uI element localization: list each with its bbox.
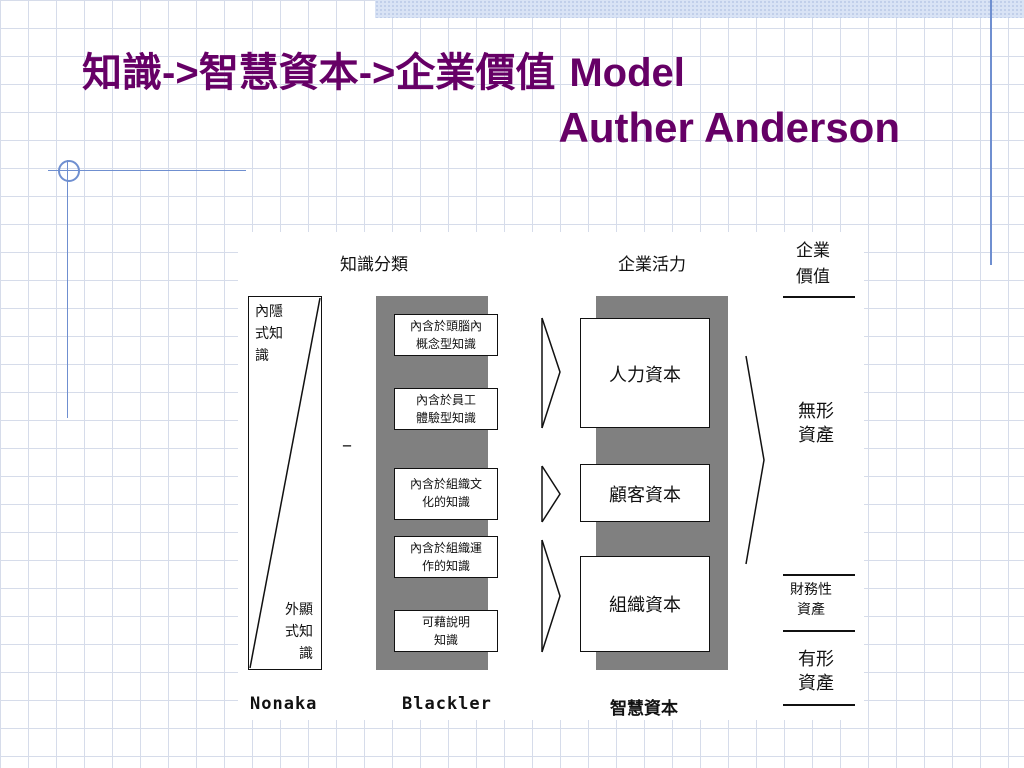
decorative-circle	[58, 160, 80, 182]
nonaka-dash: –	[342, 432, 352, 456]
blackler-item-2-line2: 體驗型知識	[415, 411, 476, 425]
blackler-item-2-line1: 內含於員工	[415, 393, 476, 407]
structural-capital-box: 組織資本	[580, 556, 710, 652]
blackler-item-5: 可藉說明 知識	[394, 610, 498, 652]
explicit-line3: 識	[299, 646, 313, 662]
blackler-item-3-line2: 化的知識	[421, 495, 470, 509]
left-decorative-hline	[48, 170, 246, 171]
title-arrow-2: ->	[358, 51, 396, 95]
blackler-item-2: 內含於員工 體驗型知識	[394, 388, 498, 430]
slide-title-line2: Auther Anderson	[558, 104, 900, 151]
connector-lines	[541, 317, 765, 653]
header-value-line2: 價值	[796, 267, 830, 287]
explicit-line1: 外顯	[285, 602, 313, 618]
tangible-assets: 有形 資產	[798, 648, 834, 696]
value-bottom-rule	[783, 704, 855, 706]
label-intellectual-capital: 智慧資本	[610, 699, 678, 719]
blackler-item-3: 內含於組織文 化的知識	[394, 468, 498, 520]
customer-capital-label: 顧客資本	[609, 485, 681, 506]
blackler-item-1-line2: 概念型知識	[415, 337, 476, 351]
blackler-item-5-line2: 知識	[433, 633, 458, 647]
title-model: Model	[569, 51, 685, 95]
financial-line2: 資產	[797, 602, 825, 618]
blackler-item-4-line1: 內含於組織運	[409, 541, 482, 555]
title-arrow-1: ->	[162, 51, 199, 95]
customer-capital-box: 顧客資本	[580, 464, 710, 522]
knowledge-model-diagram: 知識分類 企業活力 企業 價值 內隱 式知 識 外顯 式知 識 – 內含於頭腦內…	[238, 232, 864, 720]
blackler-item-1: 內含於頭腦內 概念型知識	[394, 314, 498, 356]
value-top-rule	[783, 296, 855, 298]
value-mid-rule	[783, 574, 855, 576]
human-capital-label: 人力資本	[609, 365, 681, 386]
blackler-item-4-line2: 作的知識	[421, 559, 470, 573]
intangible-line2: 資產	[798, 425, 834, 446]
title-intellectual-capital: 智慧資本	[198, 49, 359, 96]
header-knowledge-classification: 知識分類	[340, 255, 408, 275]
blackler-item-4: 內含於組織運 作的知識	[394, 536, 498, 578]
label-blackler: Blackler	[402, 694, 492, 714]
blackler-item-3-line1: 內含於組織文	[409, 477, 482, 491]
nonaka-diagonal	[249, 297, 321, 669]
human-capital-box: 人力資本	[580, 318, 710, 428]
title-knowledge: 知識	[82, 49, 162, 96]
financial-line1: 財務性	[790, 582, 832, 598]
label-nonaka: Nonaka	[250, 694, 318, 714]
tacit-line3: 識	[255, 348, 269, 364]
title-enterprise-value: 企業價值	[395, 49, 570, 96]
tangible-line2: 資產	[798, 673, 834, 694]
blackler-item-1-line1: 內含於頭腦內	[409, 319, 482, 333]
tacit-line1: 內隱	[255, 304, 283, 320]
slide-title-line1: 知識->智慧資本->企業價值 Model	[82, 40, 902, 98]
nonaka-column: 內隱 式知 識 外顯 式知 識	[248, 296, 322, 670]
tacit-line2: 式知	[255, 326, 283, 342]
header-enterprise-vitality: 企業活力	[618, 255, 686, 275]
blackler-item-5-line1: 可藉說明	[421, 615, 470, 629]
intangible-assets: 無形 資產	[798, 400, 834, 448]
intangible-line1: 無形	[798, 401, 834, 422]
tangible-line1: 有形	[798, 649, 834, 670]
top-decorative-bar	[375, 0, 1024, 18]
structural-capital-label: 組織資本	[609, 595, 681, 616]
left-decorative-vline	[67, 160, 68, 418]
header-value-line1: 企業	[796, 241, 830, 261]
right-decorative-line	[990, 0, 992, 265]
explicit-line2: 式知	[285, 624, 313, 640]
financial-assets: 財務性 資產	[790, 580, 832, 620]
value-lower-rule	[783, 630, 855, 632]
